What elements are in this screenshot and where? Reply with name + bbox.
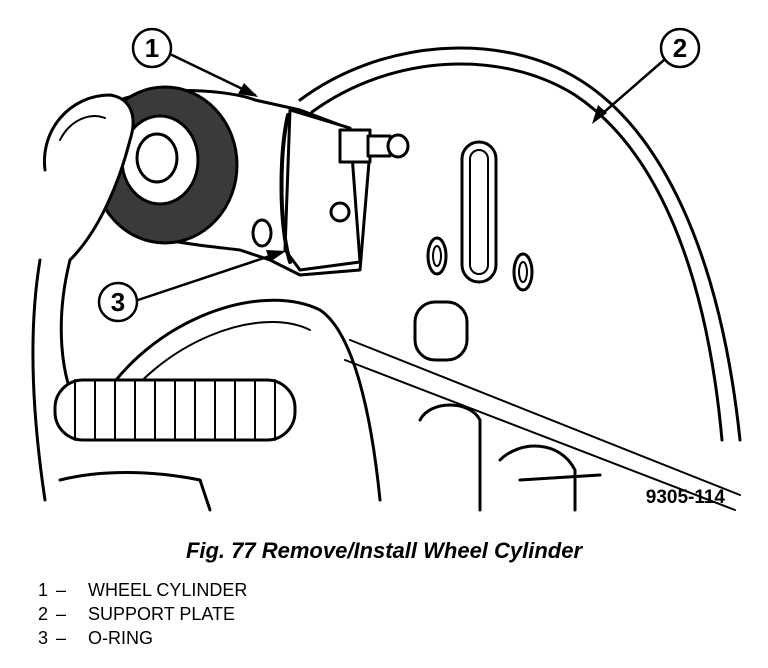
legend-item: 3– O-RING: [38, 626, 247, 650]
figure-id-label: 9305-114: [646, 487, 726, 508]
wheel-cylinder-illustration: 1 2 3 9305-114: [31, 27, 742, 512]
callout-2-number: 2: [673, 33, 687, 63]
plate-pad: [413, 300, 469, 362]
brake-shoe: [88, 298, 382, 502]
legend-dash: –: [56, 580, 67, 600]
callout-2-leader: [593, 58, 666, 122]
adjuster-spring: [53, 378, 297, 442]
legend-item: 1– WHEEL CYLINDER: [38, 578, 247, 602]
legend-number: 3: [38, 628, 49, 648]
plate-hole-right: [512, 252, 534, 292]
o-ring: [279, 113, 292, 264]
support-plate-outline: [298, 46, 742, 442]
callout-3-leader: [136, 250, 284, 302]
plate-slot: [460, 140, 498, 284]
legend-label: SUPPORT PLATE: [88, 604, 236, 624]
callout-2-circle: [659, 27, 701, 69]
legend-label: O-RING: [88, 628, 153, 648]
callout-1-number: 1: [145, 33, 159, 63]
legend-dash: –: [56, 628, 67, 648]
support-plate-inner-edge: [310, 62, 724, 442]
callout-3-circle: [97, 281, 139, 323]
plate-hole-left: [426, 236, 448, 276]
figure-caption: Fig. 77 Remove/Install Wheel Cylinder: [185, 538, 583, 563]
callout-1-circle: [131, 27, 173, 69]
legend-number: 1: [38, 580, 49, 600]
technician-thumb: [42, 93, 135, 262]
bleeder-screw: [338, 128, 372, 164]
legend-dash: –: [56, 604, 67, 624]
legend-number: 2: [38, 604, 49, 624]
parts-legend: 1–WHEEL CYLINDER 2–SUPPORT PLATE 3–O-RIN…: [38, 578, 247, 650]
callout-3-number: 3: [111, 287, 125, 317]
legend-label: WHEEL CYLINDER: [88, 580, 248, 600]
legend-item: 2– SUPPORT PLATE: [38, 602, 247, 626]
